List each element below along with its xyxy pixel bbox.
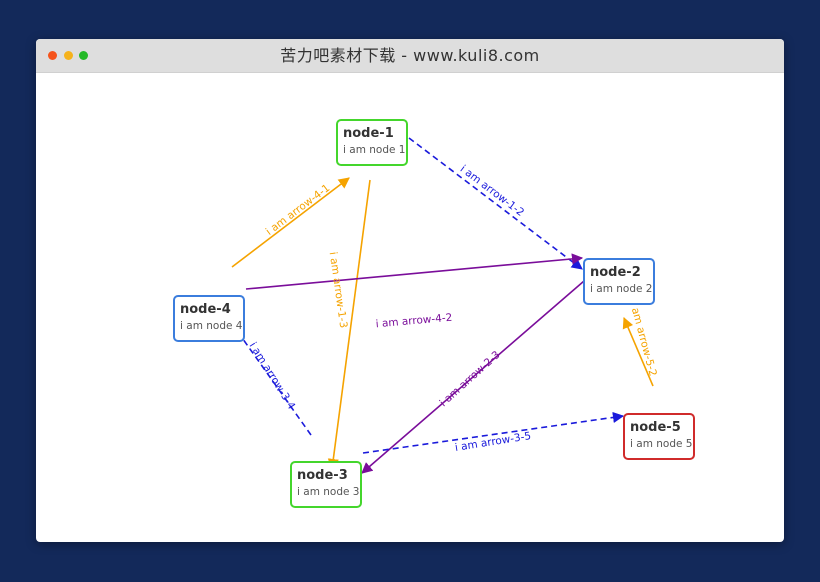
- edge-node-2-node-3[interactable]: [361, 280, 585, 474]
- node-description: i am node 1: [343, 144, 406, 156]
- node-description: i am node 2: [590, 283, 653, 295]
- node-4-card[interactable]: node-4 i am node 4: [173, 295, 245, 342]
- node-title: node-1: [343, 126, 394, 141]
- node-title: node-2: [590, 265, 641, 280]
- edge-label: i am arrow-1-2: [458, 163, 527, 219]
- node-title: node-3: [297, 468, 348, 483]
- edge-node-5-node-2[interactable]: [622, 316, 654, 387]
- node-2-card[interactable]: node-2 i am node 2: [583, 258, 655, 305]
- node-5-card[interactable]: node-5 i am node 5: [623, 413, 695, 460]
- edge-label: i am arrow-3-4: [247, 340, 298, 412]
- close-window-icon[interactable]: [48, 51, 57, 60]
- edge-node-1-node-3[interactable]: [327, 179, 371, 471]
- node-title: node-4: [180, 302, 231, 317]
- maximize-window-icon[interactable]: [79, 51, 88, 60]
- title-bar: 苦力吧素材下载 - www.kuli8.com: [36, 39, 784, 73]
- edge-label: i am arrow-1-3: [327, 251, 350, 329]
- node-description: i am node 5: [630, 438, 693, 450]
- node-description: i am node 3: [297, 486, 360, 498]
- edge-node-1-node-2[interactable]: [408, 137, 583, 270]
- edge-label: i am arrow-3-5: [454, 430, 532, 454]
- edge-label: i am arrow-2-3: [437, 349, 502, 409]
- node-description: i am node 4: [180, 320, 243, 332]
- edge-label: i am arrow-5-2: [627, 300, 658, 377]
- node-title: node-5: [630, 420, 681, 435]
- edge-node-3-node-4[interactable]: [227, 317, 312, 436]
- edge-node-4-node-1[interactable]: [231, 177, 350, 268]
- edge-node-4-node-2[interactable]: [245, 253, 584, 290]
- window-title: 苦力吧素材下载 - www.kuli8.com: [280, 46, 540, 65]
- node-3-card[interactable]: node-3 i am node 3: [290, 461, 362, 508]
- edges-layer: i am arrow-1-2 i am arrow-4-1 i am arrow-1…: [227, 137, 659, 474]
- edge-label: i am arrow-4-1: [264, 182, 333, 238]
- node-1-card[interactable]: node-1 i am node 1: [336, 119, 408, 166]
- edge-label: i am arrow-4-2: [375, 312, 453, 331]
- minimize-window-icon[interactable]: [64, 51, 73, 60]
- edge-node-3-node-5[interactable]: [362, 411, 625, 454]
- flow-canvas: i am arrow-1-2 i am arrow-4-1 i am arrow-1…: [36, 73, 784, 542]
